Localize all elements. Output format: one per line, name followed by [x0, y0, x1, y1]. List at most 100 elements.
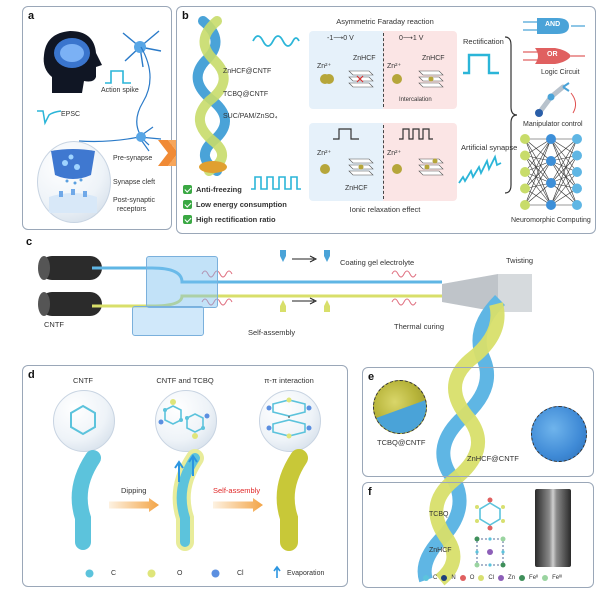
nn-connection	[550, 138, 578, 173]
nn-connection	[524, 171, 552, 206]
nn-node	[572, 167, 582, 177]
panel-f-label: f	[368, 486, 372, 498]
zn-ion-label-2: Zn²⁺	[387, 63, 402, 70]
legend-label: Cl	[488, 575, 495, 581]
panel-b-label: b	[182, 10, 189, 22]
panel-a-label: a	[28, 10, 35, 22]
stage-cntf-label: CNTF	[73, 376, 93, 385]
input-sine-wave	[252, 35, 300, 47]
nn-node	[520, 200, 530, 210]
legend-label: O	[469, 575, 475, 581]
dropper-icon	[324, 250, 330, 262]
znhcf-label-3: ZnHCF	[345, 185, 368, 192]
coating-bath	[146, 256, 218, 308]
pulse-single-icon	[333, 128, 359, 140]
legend-label: Feᴵᴵᴵ	[552, 575, 563, 581]
lattice-stack-icon	[324, 70, 374, 88]
nn-node	[546, 134, 556, 144]
znhcf-label-1: ZnHCF	[353, 55, 376, 62]
panel-d-label: d	[28, 369, 35, 381]
tcbq-label: TCBQ	[429, 511, 449, 518]
legend-label: Zn	[508, 575, 516, 581]
self-assembly-label: Self-assembly	[248, 328, 296, 337]
nn-connection	[524, 138, 552, 156]
znhcf-label: ZnHCF	[429, 547, 452, 554]
input-square-wave	[251, 176, 301, 190]
feature-anti-freezing: Anti-freezing	[196, 185, 242, 194]
nn-connection	[524, 182, 552, 206]
rectification-label: Rectification	[463, 37, 504, 46]
evaporation-arrows	[174, 454, 198, 482]
nn-node	[520, 167, 530, 177]
neural-network-diagram	[520, 134, 582, 210]
fiber-stage-1	[71, 450, 101, 550]
nn-connection	[524, 138, 552, 189]
nn-node	[546, 156, 556, 166]
stage-pi-pi-label: π-π interaction	[264, 376, 314, 385]
dropper-icon	[324, 300, 330, 312]
tcbq-molecule-icon	[158, 399, 210, 439]
divider-dashed	[383, 33, 384, 107]
tcbq-cntf-label: TCBQ@CNTF	[377, 438, 426, 447]
legend-label: Feᴵᴵ	[529, 575, 539, 581]
voltage-left-label: -1⟶0 V	[327, 35, 354, 42]
sem-fiber-image	[535, 489, 571, 567]
lattice-stack-icon	[418, 158, 444, 176]
arrow-right-icon	[292, 255, 318, 263]
nn-node	[572, 200, 582, 210]
nn-node	[572, 134, 582, 144]
legend-c-label: C	[111, 570, 117, 577]
nn-connection	[550, 138, 578, 189]
nn-connection	[524, 138, 552, 162]
panel-c-label: c	[26, 236, 33, 248]
and-gate-icon	[523, 18, 585, 34]
nn-connection	[524, 155, 552, 184]
nn-node	[572, 150, 582, 161]
neuron-2-icon	[78, 126, 162, 152]
thermal-curing-label: Thermal curing	[394, 322, 445, 331]
nn-connection	[550, 160, 578, 189]
panel-e: e TCBQ@CNTF ZnHCF@CNTF	[362, 367, 594, 477]
pi-stack-icon	[266, 397, 312, 439]
legend-dot	[423, 575, 429, 581]
epsc-wave	[37, 110, 62, 126]
zn-ball-icon	[392, 74, 402, 84]
divider-dashed	[383, 125, 384, 199]
nn-connection	[524, 160, 552, 206]
post-synaptic-label-2: receptors	[117, 206, 147, 213]
fiber-stage-3	[276, 449, 308, 551]
sem-circle-znhcf	[531, 406, 587, 462]
logic-circuit-label: Logic Circuit	[541, 69, 580, 76]
intercalation-label: Intercalation	[399, 97, 432, 103]
legend-dot	[498, 575, 505, 581]
faraday-title: Asymmetric Faraday reaction	[336, 17, 434, 26]
rectified-wave	[463, 53, 499, 75]
dipping-label: Dipping	[121, 486, 147, 495]
legend-dot-o	[147, 569, 156, 578]
nn-connection	[550, 155, 578, 184]
fiber-stage-2	[172, 449, 204, 551]
coating-label: Coating gel electrolyte	[340, 258, 415, 267]
synapse-response-wave	[458, 154, 502, 184]
nn-connection	[524, 188, 552, 206]
sem-circle-tcbq	[373, 380, 427, 434]
nn-connection	[550, 138, 578, 156]
nn-node	[520, 150, 530, 161]
nn-connection	[524, 138, 552, 173]
action-spike-label: Action spike	[101, 87, 139, 94]
legend-cl-label: Cl	[237, 570, 244, 577]
nn-connection	[550, 171, 578, 206]
legend-dot	[441, 575, 448, 581]
nn-node	[520, 183, 530, 194]
feature-rectification-ratio: High rectification ratio	[196, 215, 276, 224]
benzene-ring-icon	[70, 404, 96, 436]
manipulator-control-label: Manipulator control	[523, 121, 583, 128]
nn-connection	[550, 182, 578, 206]
molecule-bubble-1	[53, 390, 115, 452]
lattice-stack-icon	[418, 70, 444, 88]
znhcf-structure-icon	[474, 536, 506, 568]
arrow-right-icon	[292, 297, 318, 305]
zn-ball-icon	[320, 164, 330, 174]
nn-node	[520, 134, 530, 144]
